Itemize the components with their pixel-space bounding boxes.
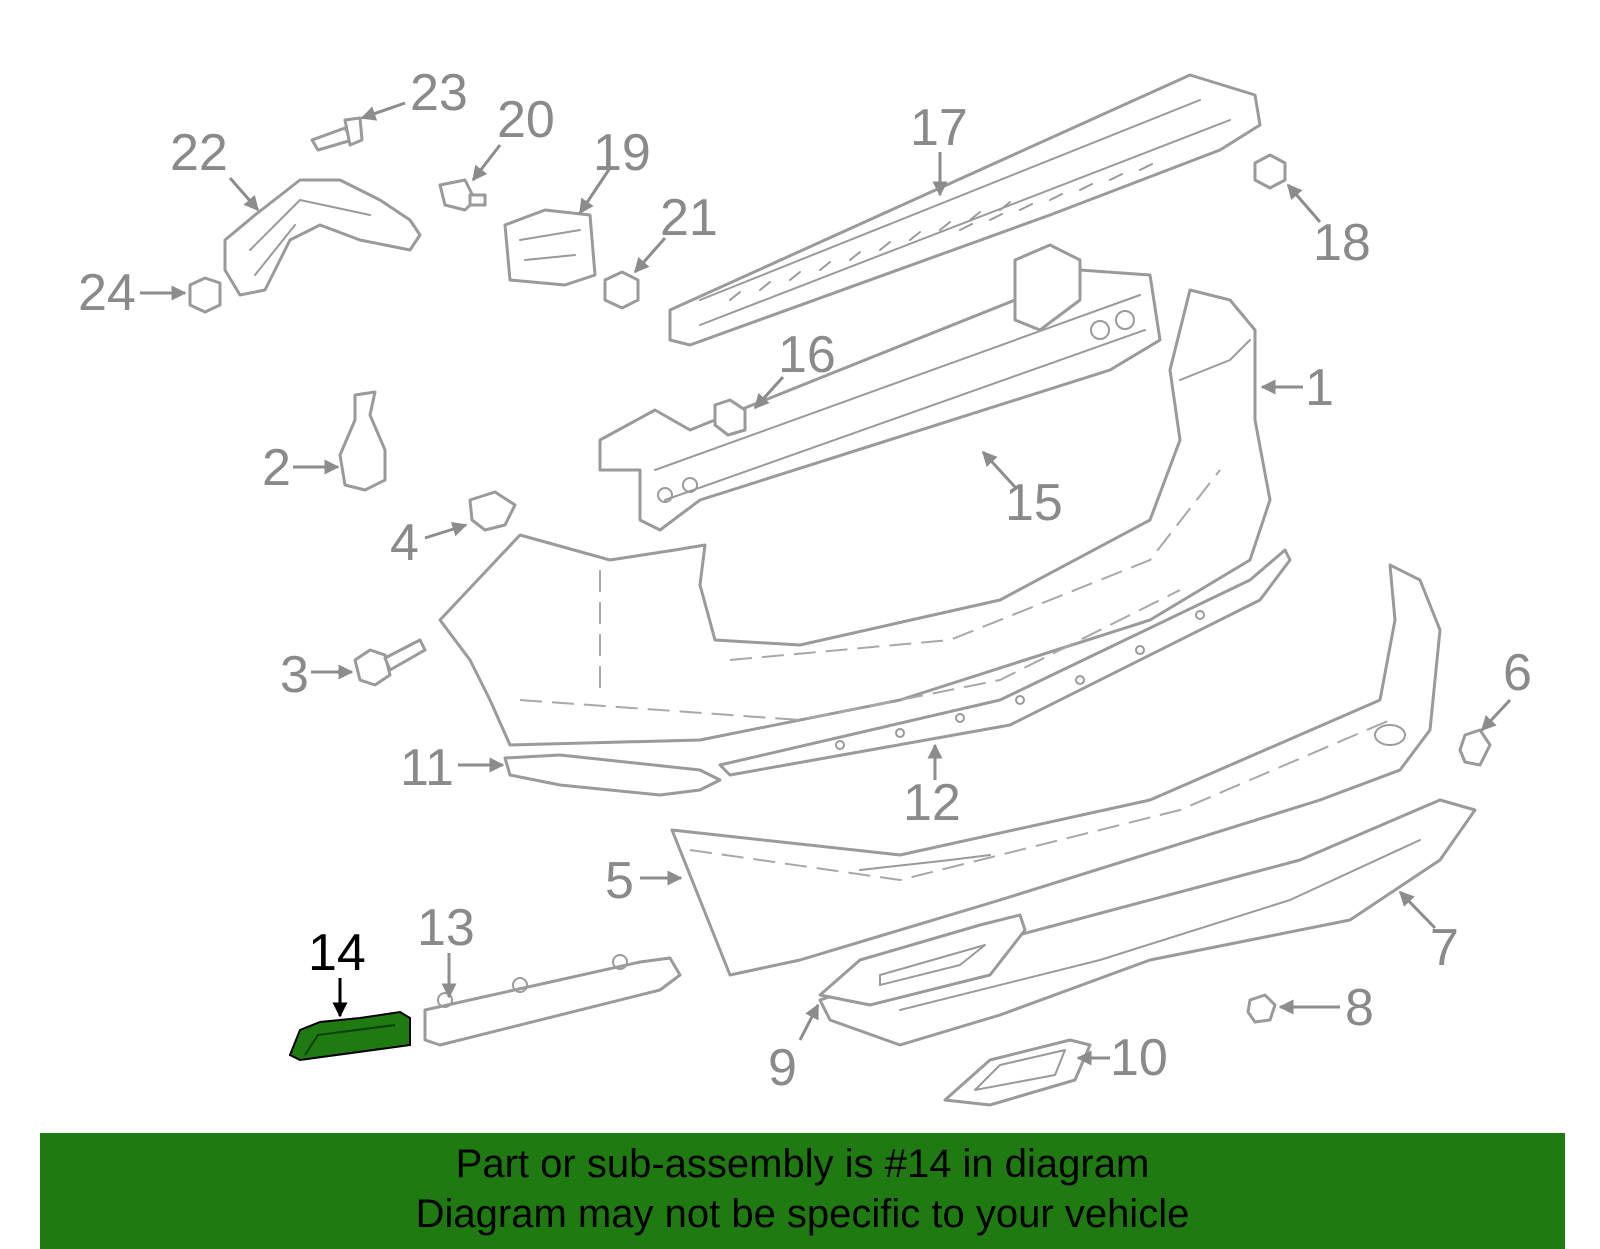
callout-23: 23 (410, 64, 468, 122)
callout-2: 2 (262, 439, 291, 497)
callout-20: 20 (497, 91, 555, 149)
callout-22: 22 (170, 124, 228, 182)
callout-5: 5 (605, 852, 634, 910)
part-3-screw (353, 638, 427, 687)
callout-18: 18 (1313, 214, 1371, 272)
part-21-nut (603, 270, 640, 310)
callout-17: 17 (910, 99, 968, 157)
part-20-screw (438, 178, 487, 212)
part-9-tip-surround (818, 913, 1027, 1007)
callout-10: 10 (1110, 1029, 1168, 1087)
part-15-reinforcement-bar (598, 243, 1162, 532)
callout-labels: 1 2 3 4 5 6 7 8 9 10 11 12 13 14 15 16 1… (78, 64, 1532, 1097)
part-22-bracket (223, 178, 422, 297)
callout-7: 7 (1430, 919, 1459, 977)
callout-14: 14 (308, 924, 366, 982)
banner-line-disclaimer: Diagram may not be specific to your vehi… (415, 1192, 1190, 1236)
callout-12: 12 (903, 774, 961, 832)
callout-24: 24 (78, 264, 136, 322)
info-banner: Part or sub-assembly is #14 in diagram D… (40, 1133, 1565, 1249)
part-12-support (718, 548, 1292, 777)
part-4-clip (468, 490, 517, 532)
callout-8: 8 (1345, 979, 1374, 1037)
part-13-reflector (423, 954, 682, 1047)
part-19-bracket (503, 208, 597, 287)
callout-13: 13 (417, 899, 475, 957)
callout-1: 1 (1305, 359, 1334, 417)
part-18-nut (1253, 153, 1287, 190)
part-5-lower-cover (670, 563, 1442, 977)
callout-15: 15 (1005, 474, 1063, 532)
leader-lines (140, 101, 1512, 1066)
part-23-bolt (310, 116, 364, 152)
part-16-bolt (713, 398, 747, 437)
part-2-cap (338, 390, 387, 492)
part-1-bumper-cover (438, 288, 1272, 747)
part-7-diffuser (818, 798, 1477, 1047)
part-17-energy-absorber (668, 73, 1262, 347)
parts-diagram: 1 2 3 4 5 6 7 8 9 10 11 12 13 14 15 16 1… (78, 64, 1532, 1107)
part-24-bumper-stop (188, 276, 222, 314)
part-6-clip (1458, 728, 1492, 767)
part-10-exhaust-tip (943, 1038, 1092, 1107)
callout-11: 11 (400, 739, 454, 797)
callout-19: 19 (593, 124, 651, 182)
part-14-highlighted (288, 1010, 411, 1062)
banner-line-part: Part or sub-assembly is #14 in diagram (455, 1142, 1150, 1186)
part-8-clip (1246, 993, 1277, 1024)
callout-6: 6 (1503, 644, 1532, 702)
callout-3: 3 (280, 646, 309, 704)
callout-9: 9 (768, 1039, 797, 1097)
part-11-reflector (503, 753, 722, 797)
callout-4: 4 (390, 514, 419, 572)
callout-16: 16 (778, 326, 836, 384)
callout-21: 21 (660, 189, 718, 247)
